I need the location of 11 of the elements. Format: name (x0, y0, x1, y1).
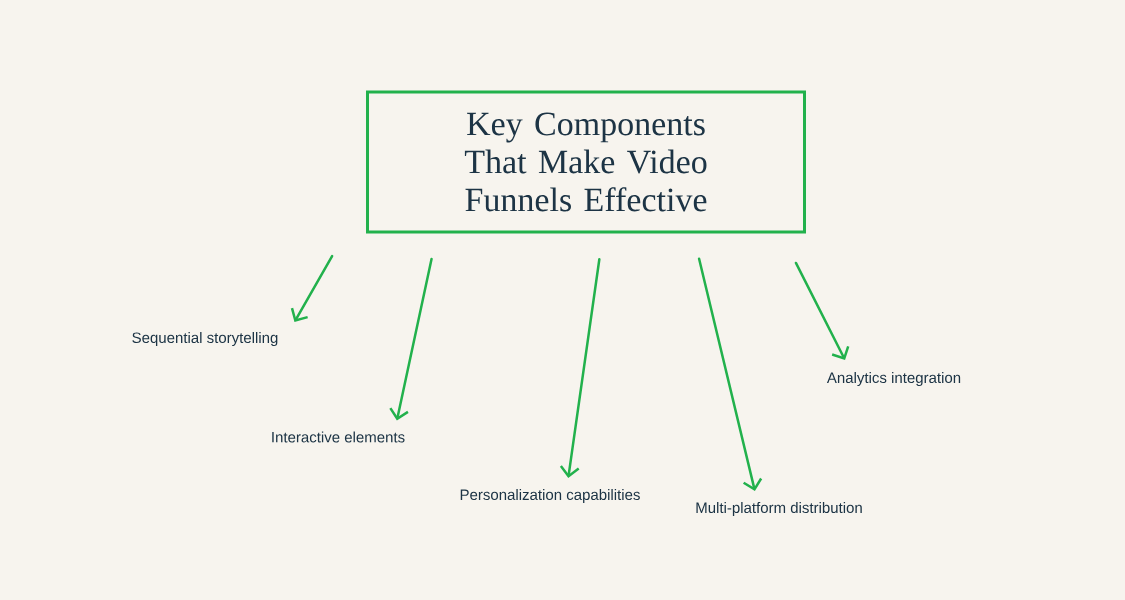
arrow (389, 257, 433, 421)
item-label: Sequential storytelling (132, 332, 278, 346)
item-label: Interactive elements (272, 431, 405, 443)
arrow (697, 257, 763, 492)
item-label: Analytics integration (826, 372, 961, 386)
arrow (290, 254, 334, 322)
item-label: Multi-platform distribution (696, 502, 862, 516)
title-box: Key Components That Make Video Funnels Effective (366, 90, 806, 234)
arrow (794, 261, 850, 360)
arrow (559, 258, 601, 478)
item-label: Personalization capabilities (460, 489, 640, 503)
